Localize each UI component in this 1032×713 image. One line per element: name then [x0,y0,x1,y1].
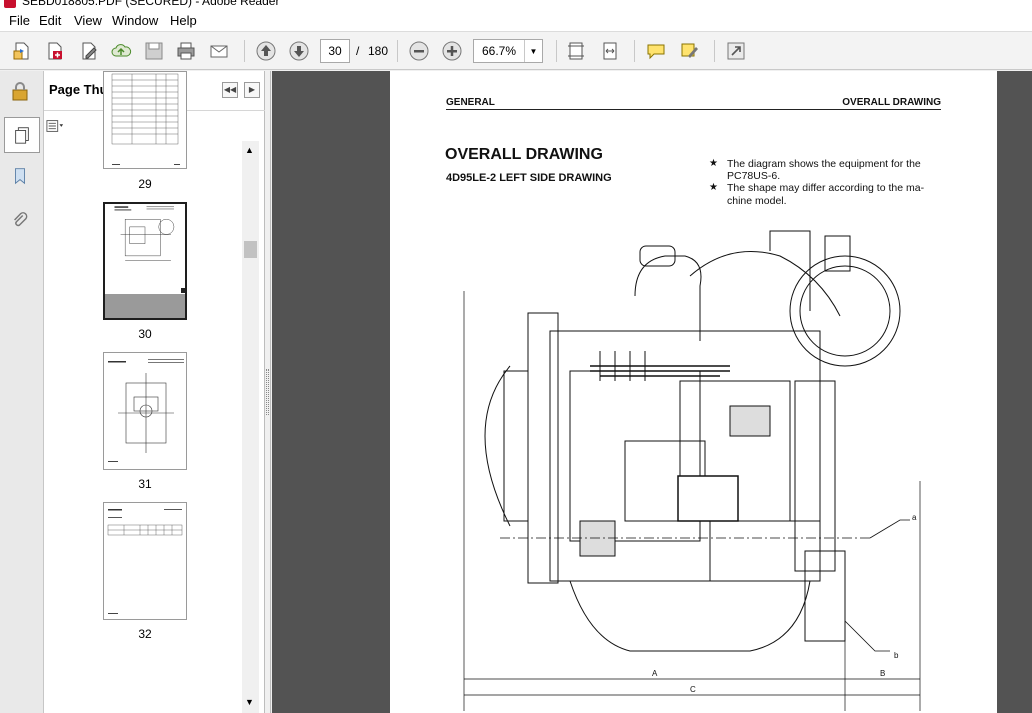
thumbnail-options-icon[interactable] [46,117,72,135]
thumbnail-scrollbar[interactable]: ▲ ▼ [242,141,259,713]
dim-label-C: C [690,685,696,694]
next-page-icon[interactable] [286,38,312,64]
prev-page-icon[interactable] [253,38,279,64]
panel-options-icon[interactable]: ▶ [244,82,260,98]
thumbnail-label-31: 31 [138,477,152,491]
page-header-right: OVERALL DRAWING [842,97,941,108]
dim-label-a: a [912,513,917,522]
menu-view[interactable]: View [74,13,102,28]
open-icon[interactable] [9,38,35,64]
note-bullet-1: ★ [709,158,718,169]
zoom-select[interactable]: 66.7% ▼ [473,39,543,63]
thumbnail-view-overlay [105,294,185,318]
thumbnail-page-29[interactable] [103,71,187,169]
menu-file[interactable]: File [9,13,30,28]
dim-label-b: b [894,651,899,660]
note-line-1: The diagram shows the equipment for the [727,158,921,170]
dim-label-B: B [880,669,885,678]
comment-icon[interactable] [643,38,669,64]
note-line-3: The shape may differ according to the ma… [727,182,925,194]
page-header-left: GENERAL [446,97,495,108]
zoom-in-icon[interactable] [439,38,465,64]
header-rule [446,109,941,110]
note-line-4: chine model. [727,195,787,207]
page-thumbnails-tab-icon[interactable] [4,117,40,153]
menu-bar: File Edit View Window Help [0,10,1032,32]
note-line-2: PC78US-6. [727,170,781,182]
edit-icon[interactable] [76,38,102,64]
thumbnail-page-31[interactable] [103,352,187,470]
window-title: SEBD018805.PDF (SECURED) - Adobe Reader [22,0,280,8]
menu-window[interactable]: Window [112,13,159,28]
page-number-input[interactable]: 30 [320,39,350,63]
document-view[interactable]: GENERAL OVERALL DRAWING OVERALL DRAWING … [272,71,1032,713]
save-icon[interactable] [141,38,167,64]
pdf-page: GENERAL OVERALL DRAWING OVERALL DRAWING … [390,71,997,713]
note-bullet-2: ★ [709,182,718,193]
scroll-down-icon[interactable]: ▼ [245,697,254,707]
create-pdf-icon[interactable] [42,38,68,64]
lock-icon[interactable] [5,76,35,106]
title-bar: SEBD018805.PDF (SECURED) - Adobe Reader [0,0,1032,10]
engine-drawing: a b A B C [463,230,921,711]
menu-edit[interactable]: Edit [39,13,62,28]
dim-label-A: A [652,669,658,678]
thumbnail-label-30: 30 [138,327,152,341]
zoom-value: 66.7% [482,44,517,58]
zoom-out-icon[interactable] [406,38,432,64]
bookmark-icon[interactable] [5,161,35,191]
thumbnail-page-32[interactable] [103,502,187,620]
thumbnail-label-29: 29 [138,177,152,191]
upload-icon[interactable] [108,38,134,64]
print-icon[interactable] [173,38,199,64]
fullscreen-icon[interactable] [723,38,749,64]
page-subheading: 4D95LE-2 LEFT SIDE DRAWING [446,172,612,184]
email-icon[interactable] [206,38,232,64]
thumbnail-page-30[interactable] [103,202,187,320]
menu-help[interactable]: Help [170,13,197,28]
scroll-up-icon[interactable]: ▲ [245,145,254,155]
chevron-down-icon[interactable]: ▼ [524,40,542,62]
thumbnail-list: 29 30 [48,71,242,642]
page-heading: OVERALL DRAWING [445,146,603,163]
attachment-icon[interactable] [5,205,35,235]
fit-width-icon[interactable] [597,38,623,64]
page-separator: / [356,44,360,58]
navigation-rail [0,71,44,713]
toolbar: 30 / 180 66.7% ▼ [0,32,1032,70]
collapse-panel-icon[interactable]: ◀◀ [222,82,238,98]
page-count: 180 [368,44,389,58]
thumbnail-resize-handle[interactable] [181,288,185,293]
fit-page-icon[interactable] [563,38,589,64]
app-icon [4,0,16,8]
thumbnail-label-32: 32 [138,627,152,641]
panel-splitter[interactable] [265,71,271,713]
highlight-icon[interactable] [677,38,703,64]
scrollbar-thumb[interactable] [244,241,257,258]
